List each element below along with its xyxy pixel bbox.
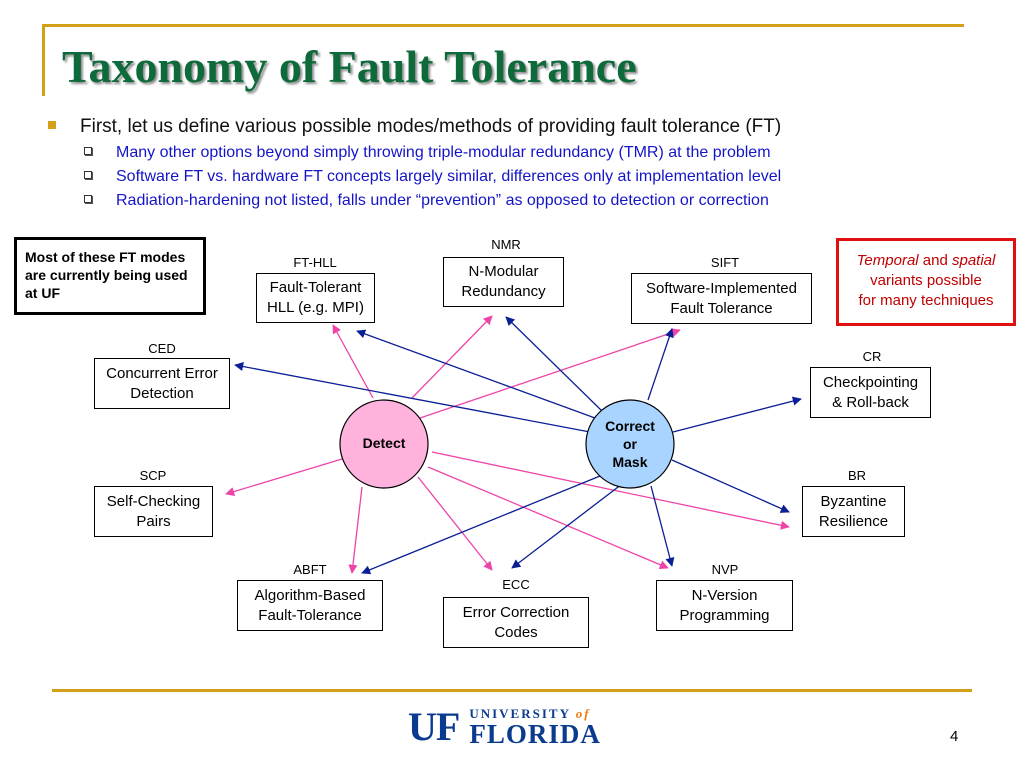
arrow-detect-nmr [411,315,493,399]
abbr-nmr: NMR [491,237,521,252]
box-line: Byzantine [820,492,887,510]
detect-label: Detect [362,435,406,451]
arrow-detect-ecc [417,476,493,571]
checkbox-bullet-icon [84,147,92,155]
abbr-nvp: NVP [711,562,739,577]
abbr-sift: SIFT [710,255,740,270]
mask-label-line: Mask [612,454,648,470]
arrow-correct-ecc [511,483,623,569]
spatial-text: spatial [952,252,996,269]
or-label-line: or [623,436,637,452]
bullet-main-text: First, let us define various possible mo… [80,116,782,137]
box-line: Software-Implemented [646,279,797,297]
box-line: Concurrent Error [106,364,218,382]
bottom-rule [52,689,972,692]
abbr-br: BR [847,468,867,483]
abbr-scp: SCP [139,468,167,483]
note-uf-usage: Most of these FT modes are currently bei… [14,237,206,315]
slide-title: Taxonomy of Fault Tolerance [62,41,637,92]
uf-logo: UF UNIVERSITY of FLORIDA [408,706,601,748]
box-line: N-Modular [468,263,539,280]
box-line: N-Version [691,586,758,604]
arrow-detect-fthll [332,324,374,399]
abbr-ecc: ECC [502,577,530,592]
left-rule [42,24,45,96]
arrow-correct-cr [672,396,802,433]
variants-line-3: for many techniques [858,292,994,309]
uf-mark-icon: UF [408,704,460,749]
uf-wordmark: UNIVERSITY of FLORIDA [469,705,601,749]
box-cr: Checkpointing & Roll-back [810,367,931,418]
sub-bullet-text: Many other options beyond simply throwin… [116,144,771,161]
checkbox-bullet-icon [84,171,92,179]
logo-university-line: UNIVERSITY of [469,705,591,721]
abbr-ced: CED [148,341,176,356]
arrow-correct-sift [647,328,674,401]
arrow-correct-abft [361,475,601,575]
arrow-correct-nmr [505,316,604,413]
sub-bullet-text: Radiation-hardening not listed, falls un… [116,192,769,209]
arrow-correct-nvp [650,485,675,567]
box-line: & Roll-back [832,393,909,411]
arrow-detect-abft [348,486,363,574]
bullet-main: First, let us define various possible mo… [48,116,781,138]
arrow-detect-nvp [427,466,669,570]
box-line: Pairs [136,512,171,530]
box-line: Programming [679,606,770,624]
arrow-correct-ced [234,362,591,433]
square-bullet-icon [48,121,56,129]
box-line: Fault-Tolerant [269,279,362,296]
checkbox-bullet-icon [84,195,92,203]
arrow-detect-br [431,451,790,530]
note-variants: Temporal and spatial variants possible f… [836,238,1016,326]
box-line: Self-Checking [106,492,201,510]
abbr-abft: ABFT [293,562,327,577]
box-line: Resilience [818,512,889,530]
box-line: Redundancy [461,283,546,300]
arrow-detect-scp [225,458,343,496]
box-line: Algorithm-Based [254,586,366,604]
variants-line-1: Temporal and spatial [843,251,1009,271]
abbr-fthll: FT-HLL [293,255,337,270]
detect-node [339,399,429,489]
box-line: Error Correction [462,603,570,621]
box-line: Fault Tolerance [670,299,773,317]
box-line: Codes [494,623,538,641]
variants-line-2: variants possible [870,272,982,289]
temporal-text: Temporal [856,252,919,269]
sub-bullet-1: Many other options beyond simply throwin… [84,144,771,162]
arrow-correct-br [671,459,790,513]
correct-label-line: Correct [605,418,655,434]
correct-mask-node [585,399,675,489]
and-text: and [922,252,948,269]
correct-mask-label: Correct or Mask [590,417,670,471]
page-number: 4 [950,728,959,745]
arrow-detect-sift [419,328,681,419]
abbr-cr: CR [862,349,882,364]
top-rule [42,24,964,27]
sub-bullet-2: Software FT vs. hardware FT concepts lar… [84,168,781,186]
sub-bullet-text: Software FT vs. hardware FT concepts lar… [116,168,782,185]
logo-florida-line: FLORIDA [469,718,601,749]
box-line: HLL (e.g. MPI) [267,299,364,316]
box-line: Detection [130,384,194,402]
sub-bullet-3: Radiation-hardening not listed, falls un… [84,192,769,210]
box-line: Checkpointing [822,373,919,391]
arrow-correct-fthll [356,329,596,419]
box-line: Fault-Tolerance [258,606,362,624]
